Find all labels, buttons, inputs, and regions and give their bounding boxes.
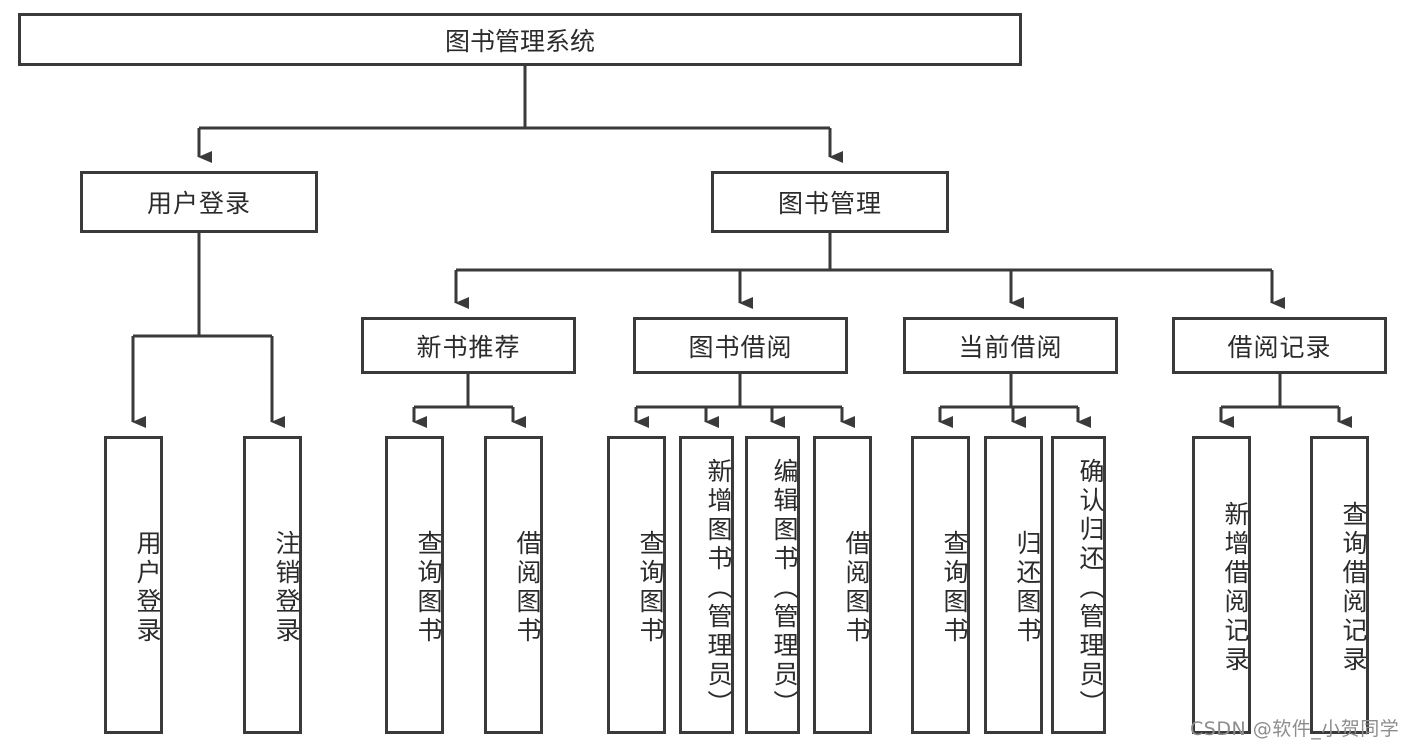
node-book-borrow-label: 图书借阅 — [688, 332, 793, 362]
leaf-borrow-book-1-label: 借阅图书 — [513, 530, 542, 646]
leaf-user-login-label: 用户登录 — [133, 530, 162, 646]
leaf-query-book-2[interactable]: 查询图书 — [607, 436, 666, 734]
leaf-user-login[interactable]: 用户登录 — [104, 436, 163, 734]
leaf-borrow-book-2[interactable]: 借阅图书 — [813, 436, 872, 734]
leaf-edit-book[interactable]: 编辑图书（管理员） — [745, 436, 800, 734]
node-new-book-recommend-label: 新书推荐 — [416, 332, 521, 362]
leaf-logout-label: 注销登录 — [272, 530, 301, 646]
node-root-label: 图书管理系统 — [444, 26, 595, 56]
leaf-add-record-label: 新增借阅记录 — [1221, 501, 1250, 675]
node-current-borrow-label: 当前借阅 — [958, 332, 1063, 362]
leaf-query-book-3[interactable]: 查询图书 — [911, 436, 970, 734]
leaf-add-book-label: 新增图书（管理员） — [704, 457, 733, 719]
node-borrow-record-label: 借阅记录 — [1227, 332, 1332, 362]
leaf-query-book-1-label: 查询图书 — [414, 530, 443, 646]
leaf-edit-book-label: 编辑图书（管理员） — [770, 457, 799, 719]
node-borrow-record[interactable]: 借阅记录 — [1172, 317, 1387, 374]
node-book-borrow[interactable]: 图书借阅 — [633, 317, 848, 374]
node-new-book-recommend[interactable]: 新书推荐 — [361, 317, 576, 374]
leaf-query-book-1[interactable]: 查询图书 — [385, 436, 444, 734]
node-current-borrow[interactable]: 当前借阅 — [903, 317, 1118, 374]
leaf-return-book-label: 归还图书 — [1013, 530, 1042, 646]
leaf-add-record[interactable]: 新增借阅记录 — [1192, 436, 1251, 734]
node-user-login-label: 用户登录 — [146, 189, 251, 218]
leaf-confirm-return[interactable]: 确认归还（管理员） — [1051, 436, 1106, 734]
leaf-borrow-book-1[interactable]: 借阅图书 — [484, 436, 543, 734]
node-book-manage-label: 图书管理 — [777, 189, 882, 218]
leaf-borrow-book-2-label: 借阅图书 — [842, 530, 871, 646]
node-user-login[interactable]: 用户登录 — [80, 171, 318, 233]
leaf-query-book-3-label: 查询图书 — [940, 530, 969, 646]
leaf-query-record-label: 查询借阅记录 — [1339, 501, 1368, 675]
leaf-query-book-2-label: 查询图书 — [636, 530, 665, 646]
node-root[interactable]: 图书管理系统 — [18, 13, 1022, 66]
leaf-logout[interactable]: 注销登录 — [243, 436, 302, 734]
node-book-manage[interactable]: 图书管理 — [711, 171, 949, 233]
leaf-confirm-return-label: 确认归还（管理员） — [1076, 457, 1105, 719]
leaf-return-book[interactable]: 归还图书 — [984, 436, 1043, 734]
leaf-add-book[interactable]: 新增图书（管理员） — [679, 436, 734, 734]
leaf-query-record[interactable]: 查询借阅记录 — [1310, 436, 1369, 734]
